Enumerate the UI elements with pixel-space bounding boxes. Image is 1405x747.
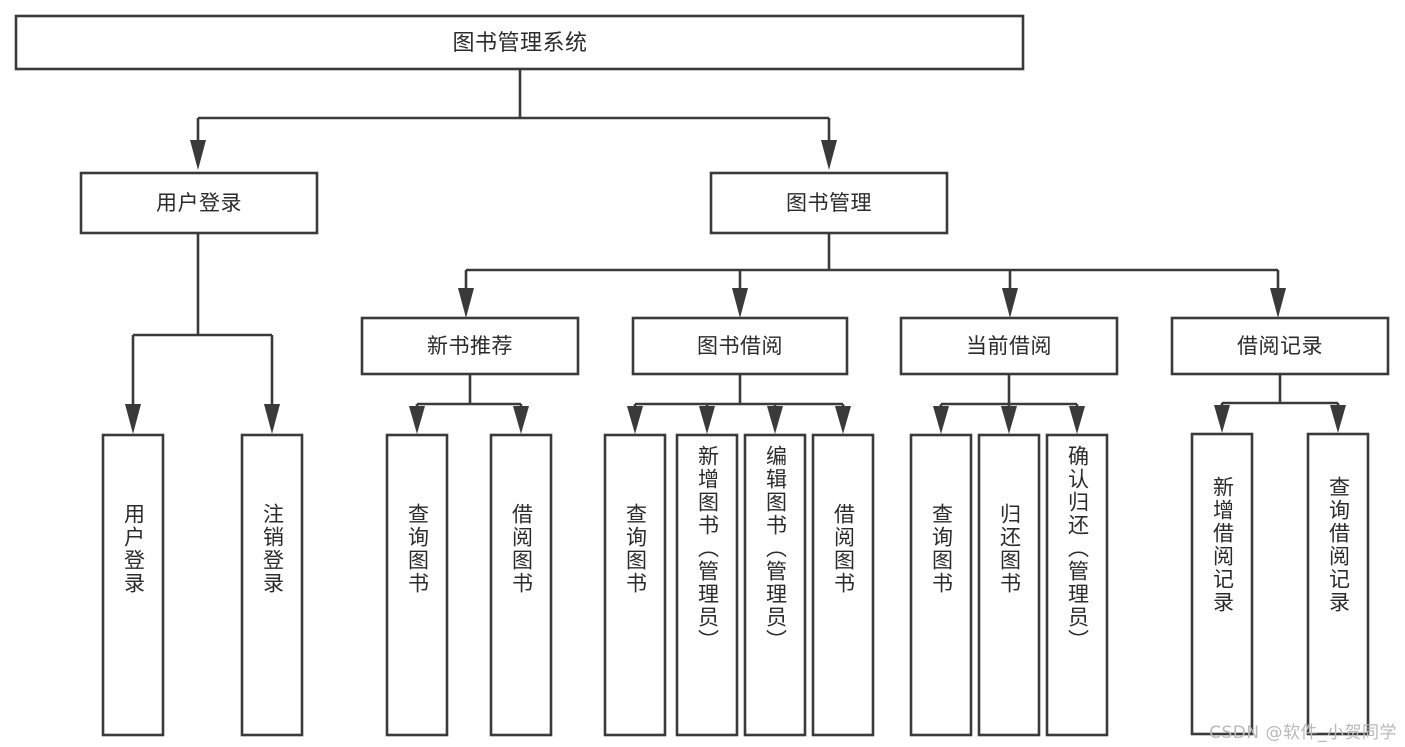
leaf-add-book-admin-box[interactable]	[675, 433, 739, 737]
leaf-query-book-3-box[interactable]	[909, 433, 973, 737]
node-root-box[interactable]	[14, 14, 1025, 71]
node-new-book-recommend[interactable]: 新书推荐	[360, 316, 580, 376]
node-new-book-recommend-label: 新书推荐	[427, 334, 513, 358]
connectors-borrowrecord-to-leaves	[1214, 374, 1346, 433]
node-current-borrow-label: 当前借阅	[966, 334, 1052, 358]
leaf-query-book-2-box[interactable]	[603, 433, 667, 737]
connectors-bookmanage-to-level3	[458, 233, 1286, 318]
arrow-icon	[699, 406, 715, 434]
leaf-borrow-book-1-box[interactable]	[489, 433, 553, 737]
arrow-icon	[264, 404, 280, 434]
node-user-login-label: 用户登录	[156, 191, 242, 215]
leaf-borrow-book-2-box[interactable]	[811, 433, 875, 737]
node-borrow-record-box[interactable]	[1170, 316, 1390, 376]
arrow-icon	[732, 288, 748, 318]
node-borrow-record[interactable]: 借阅记录	[1170, 316, 1390, 376]
arrow-icon	[767, 406, 783, 434]
node-book-manage[interactable]: 图书管理	[709, 171, 949, 235]
node-root[interactable]: 图书管理系统	[14, 14, 1025, 71]
node-current-borrow-box[interactable]	[899, 316, 1119, 376]
arrow-icon	[627, 406, 643, 434]
arrow-icon	[1001, 406, 1017, 434]
node-book-manage-label: 图书管理	[786, 191, 872, 215]
watermark-text: CSDN @软件_小贺同学	[1209, 723, 1397, 743]
arrow-icon	[933, 406, 949, 434]
arrow-icon	[821, 140, 837, 170]
arrow-icon	[513, 406, 529, 434]
leaf-logout-login-box[interactable]	[240, 433, 304, 737]
arrow-icon	[1214, 405, 1230, 433]
node-book-borrow[interactable]: 图书借阅	[631, 316, 849, 376]
node-borrow-record-label: 借阅记录	[1237, 334, 1323, 358]
arrow-icon	[458, 288, 474, 318]
arrow-icon	[1002, 288, 1018, 318]
arrow-icon	[190, 140, 206, 170]
leaf-query-borrow-record-box[interactable]	[1306, 432, 1370, 736]
leaf-user-login-box[interactable]	[101, 433, 165, 737]
leaf-boxes	[101, 432, 1370, 737]
arrow-icon	[1069, 406, 1085, 434]
node-root-label: 图书管理系统	[452, 31, 587, 56]
arrow-icon	[409, 406, 425, 434]
connectors-userlogin-to-leaves	[125, 233, 280, 434]
node-book-borrow-box[interactable]	[631, 316, 849, 376]
leaf-confirm-return-admin-box[interactable]	[1045, 433, 1109, 737]
arrow-icon	[125, 404, 141, 434]
arrow-icon	[1330, 405, 1346, 433]
connectors-newbook-to-leaves	[409, 374, 529, 434]
node-book-manage-box[interactable]	[709, 171, 949, 235]
node-current-borrow[interactable]: 当前借阅	[899, 316, 1119, 376]
node-user-login-box[interactable]	[79, 171, 319, 235]
node-user-login[interactable]: 用户登录	[79, 171, 319, 235]
leaf-edit-book-admin-box[interactable]	[743, 433, 807, 737]
leaf-return-book-box[interactable]	[977, 433, 1041, 737]
arrow-icon	[1270, 288, 1286, 318]
connectors-bookborrow-to-leaves	[627, 374, 851, 434]
leaf-add-borrow-record-box[interactable]	[1190, 432, 1254, 736]
node-book-borrow-label: 图书借阅	[697, 334, 783, 358]
arrow-icon	[835, 406, 851, 434]
leaf-query-book-1-box[interactable]	[385, 433, 449, 737]
node-new-book-recommend-box[interactable]	[360, 316, 580, 376]
connectors-root-to-level2	[190, 69, 837, 170]
connectors-currentborrow-to-leaves	[933, 374, 1085, 434]
